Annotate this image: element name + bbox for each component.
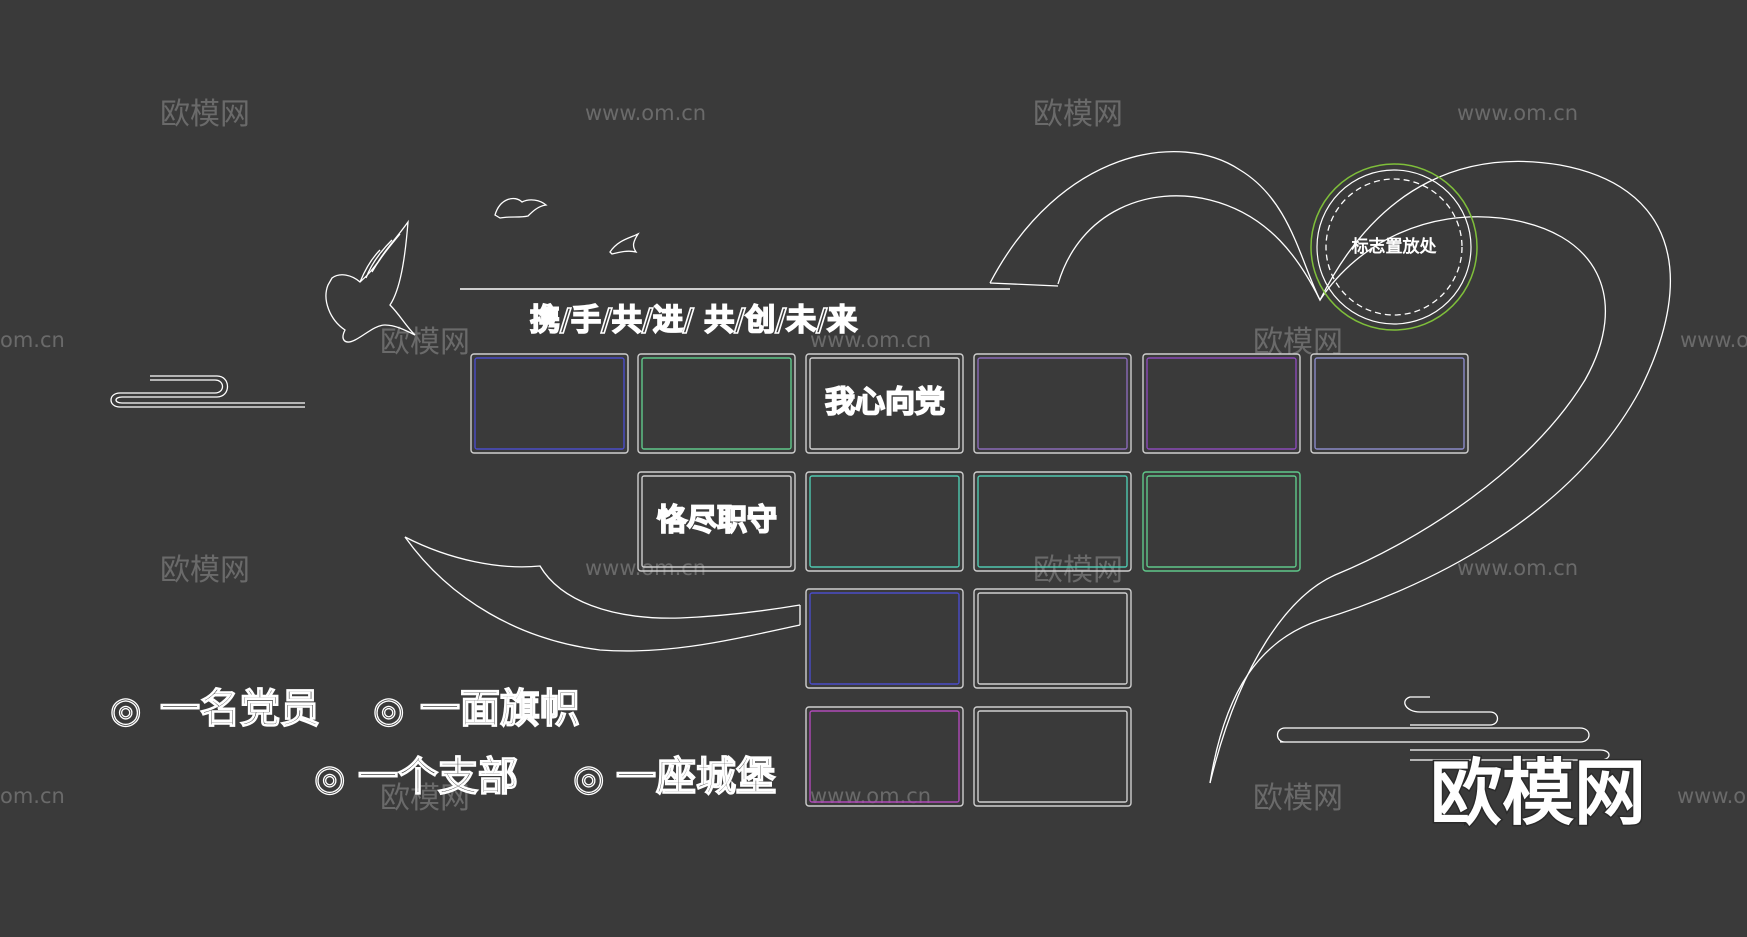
wave-ribbon-outer <box>404 536 801 652</box>
wave-ribbon-inner <box>404 536 801 619</box>
watermark-logo: 欧模网 <box>1253 781 1343 816</box>
heart-ribbon-outer <box>989 151 1671 784</box>
panel-frame <box>973 706 1132 807</box>
watermark-url: www.om.cn <box>810 328 931 352</box>
slogan-bullet: ◎ <box>110 690 141 731</box>
slogan-bullet: ◎ <box>573 758 604 799</box>
watermark-url: www.om.cn <box>1680 328 1747 352</box>
panel-frame <box>1310 353 1469 454</box>
watermark-logo: 欧模网 <box>160 97 250 132</box>
watermark-url: www.om.cn <box>585 556 706 580</box>
watermark-url-short: om.cn <box>0 784 65 808</box>
bird-icon <box>494 197 548 219</box>
dove-icon <box>325 219 416 343</box>
panel-frame <box>1142 353 1301 454</box>
panel-frame <box>470 353 629 454</box>
panel-frame <box>973 588 1132 689</box>
panel-frame <box>637 471 796 572</box>
watermark-url: www.om.cn <box>1677 784 1747 808</box>
watermark-url-short: om.cn <box>0 328 65 352</box>
slogan-text: 一名党员 <box>160 686 320 732</box>
headline: 携/手/共/进/ 共/创/未/来 <box>530 303 857 338</box>
bird-icon <box>609 232 640 255</box>
panel-frame <box>1142 471 1301 572</box>
watermark-url: www.om.cn <box>810 784 931 808</box>
heart-ribbon <box>989 151 1671 784</box>
watermark-url: www.om.cn <box>1457 101 1578 125</box>
panel-frame <box>973 471 1132 572</box>
watermark-logo: 欧模网 <box>160 553 250 588</box>
logo-circle-dashed <box>1325 178 1463 316</box>
slogan-block: ◎ 一名党员 ◎ 一面旗帜 ◎ 一个支部 ◎ 一座城堡 <box>109 685 776 800</box>
panel-frame <box>805 353 964 454</box>
panel-frame <box>973 353 1132 454</box>
panel-grid <box>470 353 1469 807</box>
panel-frame <box>805 471 964 572</box>
slogan-text: 一面旗帜 <box>420 686 580 732</box>
logo-placeholder-label: 标志置放处 <box>1352 236 1438 257</box>
panel-frame <box>637 353 796 454</box>
slogan-bullet: ◎ <box>373 690 404 731</box>
logo-circle-outer <box>1310 163 1478 331</box>
slogan-text: 一个支部 <box>358 754 518 800</box>
heart-ribbon-inner <box>1057 195 1607 784</box>
brand-logo: 欧模网 <box>1430 751 1646 835</box>
panel-label-heart-to-party: 我心向党 <box>825 385 945 420</box>
panel-frame <box>805 588 964 689</box>
wave-ribbon <box>404 536 801 652</box>
watermark-url: www.om.cn <box>585 101 706 125</box>
watermark-logo: 欧模网 <box>380 781 470 816</box>
slogan-bullet: ◎ <box>314 758 345 799</box>
panel-frame <box>805 706 964 807</box>
slogan-text: 一座城堡 <box>616 754 776 800</box>
heart-ribbon-end <box>989 282 1059 287</box>
watermark-logo: 欧模网 <box>1033 97 1123 132</box>
watermark-url: www.om.cn <box>1457 556 1578 580</box>
logo-circle-mid <box>1316 169 1472 325</box>
logo-placeholder: 标志置放处 <box>1310 163 1478 331</box>
cloud-swirl-left <box>110 375 305 408</box>
panel-label-dedication: 恪尽职守 <box>657 503 777 538</box>
watermark-logo: 欧模网 <box>380 325 470 360</box>
cloud-swirl-right <box>1276 696 1610 761</box>
